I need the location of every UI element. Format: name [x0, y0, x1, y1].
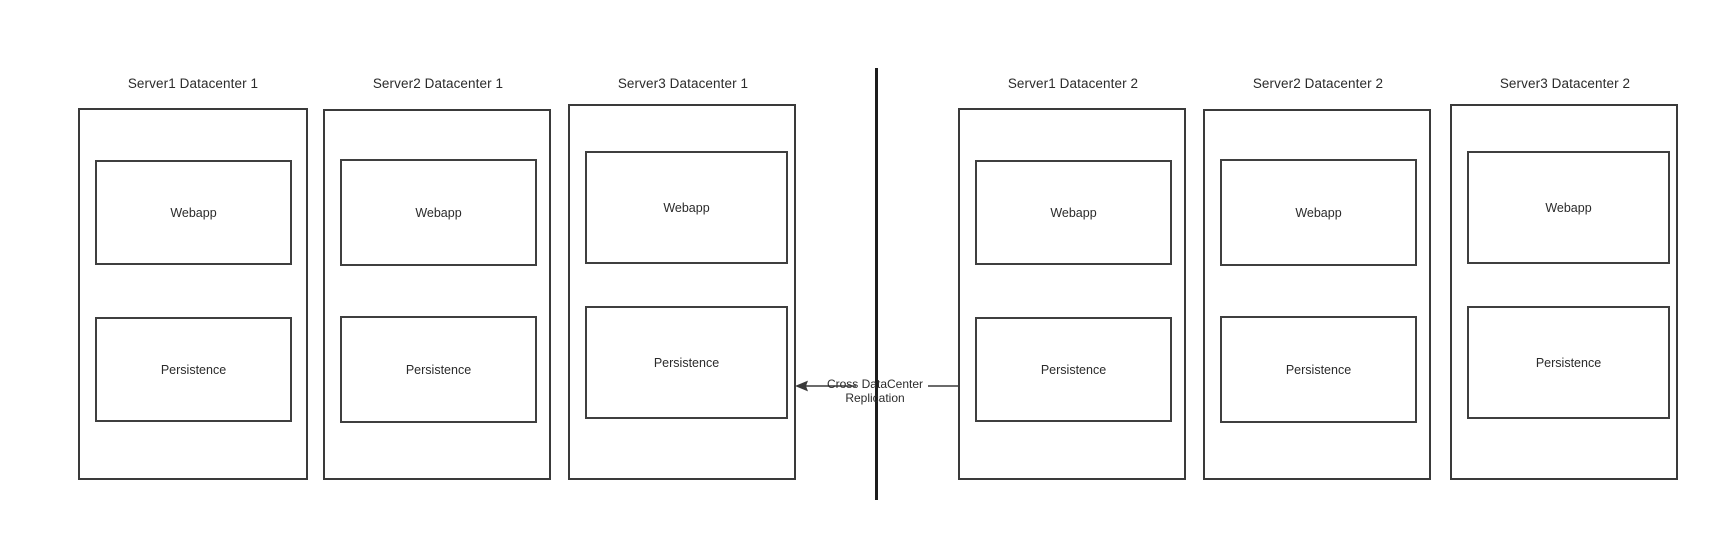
server-box-server1-dc1[interactable]: Webapp Persistence	[78, 108, 308, 480]
component-box-webapp-server1-dc1[interactable]: Webapp	[95, 160, 292, 265]
datacenter-divider-line	[875, 68, 878, 500]
server-box-server3-dc1[interactable]: Webapp Persistence	[568, 104, 796, 480]
component-box-persistence-server1-dc2[interactable]: Persistence	[975, 317, 1172, 422]
server-title-server3-dc1: Server3 Datacenter 1	[617, 76, 749, 91]
server-title-server1-dc2: Server1 Datacenter 2	[1007, 76, 1139, 91]
component-label-webapp: Webapp	[663, 200, 710, 215]
server-title-server1-dc1: Server1 Datacenter 1	[127, 76, 259, 91]
component-label-webapp: Webapp	[1050, 205, 1097, 220]
server-box-server2-dc2[interactable]: Webapp Persistence	[1203, 109, 1431, 480]
component-label-persistence: Persistence	[405, 362, 472, 377]
server-box-server2-dc1[interactable]: Webapp Persistence	[323, 109, 551, 480]
component-label-persistence: Persistence	[160, 362, 227, 377]
server-box-server3-dc2[interactable]: Webapp Persistence	[1450, 104, 1678, 480]
component-box-webapp-server2-dc2[interactable]: Webapp	[1220, 159, 1417, 266]
replication-label: Cross DataCenter Replication	[820, 377, 930, 405]
component-box-persistence-server3-dc1[interactable]: Persistence	[585, 306, 788, 419]
component-label-persistence: Persistence	[1535, 355, 1602, 370]
component-box-persistence-server2-dc2[interactable]: Persistence	[1220, 316, 1417, 423]
server-title-server2-dc2: Server2 Datacenter 2	[1252, 76, 1384, 91]
replication-label-line2: Replication	[845, 391, 905, 405]
component-label-persistence: Persistence	[653, 355, 720, 370]
replication-label-line1: Cross DataCenter	[826, 377, 924, 391]
component-box-persistence-server1-dc1[interactable]: Persistence	[95, 317, 292, 422]
server-column-server2-dc2: Server2 Datacenter 2 Webapp Persistence	[1203, 76, 1433, 480]
component-label-persistence: Persistence	[1285, 362, 1352, 377]
server-column-server2-dc1: Server2 Datacenter 1 Webapp Persistence	[323, 76, 553, 480]
component-box-persistence-server3-dc2[interactable]: Persistence	[1467, 306, 1670, 419]
component-label-persistence: Persistence	[1040, 362, 1107, 377]
component-label-webapp: Webapp	[170, 205, 217, 220]
server-box-server1-dc2[interactable]: Webapp Persistence	[958, 108, 1186, 480]
server-title-server3-dc2: Server3 Datacenter 2	[1499, 76, 1631, 91]
component-box-webapp-server3-dc2[interactable]: Webapp	[1467, 151, 1670, 264]
server-title-server2-dc1: Server2 Datacenter 1	[372, 76, 504, 91]
component-label-webapp: Webapp	[415, 205, 462, 220]
component-box-persistence-server2-dc1[interactable]: Persistence	[340, 316, 537, 423]
component-box-webapp-server3-dc1[interactable]: Webapp	[585, 151, 788, 264]
arrow-left-icon	[795, 380, 856, 392]
server-column-server1-dc1: Server1 Datacenter 1 Webapp Persistence	[78, 76, 308, 480]
component-box-webapp-server1-dc2[interactable]: Webapp	[975, 160, 1172, 265]
server-column-server3-dc2: Server3 Datacenter 2 Webapp Persistence	[1450, 76, 1680, 480]
server-column-server3-dc1: Server3 Datacenter 1 Webapp Persistence	[568, 76, 798, 480]
server-column-server1-dc2: Server1 Datacenter 2 Webapp Persistence	[958, 76, 1188, 480]
component-label-webapp: Webapp	[1295, 205, 1342, 220]
component-label-webapp: Webapp	[1545, 200, 1592, 215]
component-box-webapp-server2-dc1[interactable]: Webapp	[340, 159, 537, 266]
